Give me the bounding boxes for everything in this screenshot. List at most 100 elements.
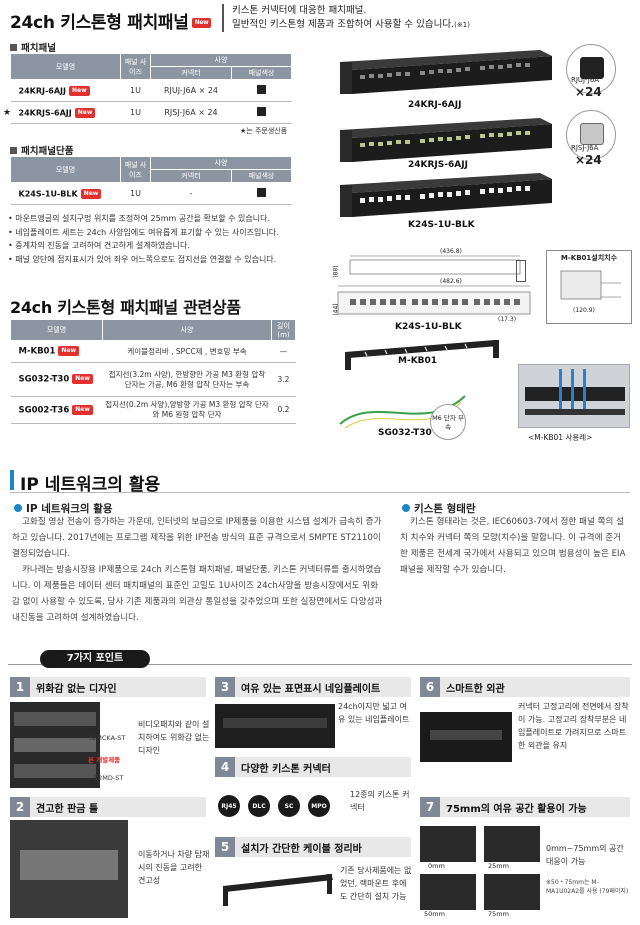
frame-shape [20,850,118,880]
square-icon [10,44,17,51]
rjsj-connector-image [566,110,616,160]
model-name: 24KRJ-6AJJ [18,86,67,95]
sc-badge: SC [278,795,300,817]
intro-line-2: 일반적인 키스톤형 제품과 조합하여 사용할 수 있습니다. [232,19,455,30]
length-value: 3.2 [271,362,296,397]
product-label-24krjs: 24KRJS-6AJJ [408,160,468,170]
new-badge: New [72,374,93,385]
product-label-sg032: SG032-T30 [378,428,432,438]
connector: RJUJ-J6A × 24 [150,79,232,102]
dimension-drawing [337,255,531,315]
model-name: 24KRJS-6AJJ [18,108,72,117]
col-spec: 사양 [102,319,272,341]
new-badge: New [191,18,212,28]
nameplate-shape [223,718,327,728]
product-label-24krj: 24KRJ-6AJJ [408,100,462,110]
order-footnote: ★는 주문생산품 [240,127,288,135]
rj45-badge: RJ45 [218,795,240,817]
col-spec: 사양 [150,156,292,170]
dim-label: (88) [332,265,340,278]
bullet-dot-icon [402,504,410,512]
point-7-note: ※50・75mm는 M-MA1U02A2를 사용 (79페이지) [546,879,629,895]
point-number: 7 [420,797,440,817]
length-value: — [271,340,296,363]
model-name: SG002-T36 [18,405,70,416]
point-3-photo [215,704,335,748]
ip-left-body: 고화질 영상 전송이 증가하는 가운데, 인터넷의 보급으로 IP제품을 이용한… [12,514,384,626]
connector: RJSJ-J6A × 24 [150,101,232,124]
intro-note: (※1) [454,21,470,29]
col-color: 패널색상 [231,169,292,183]
model-name: M-KB01 [18,346,56,357]
point-1-label-2: 본 개발제품 [88,756,121,764]
point-5-desc: 기존 당사제품에는 없었던, 랙마운트 후에도 간단히 설치 가능 [340,866,412,901]
new-badge: New [69,85,90,96]
mkb01-usage-photo [518,364,630,428]
panel-image-k24s [340,173,552,217]
mpo-badge: MPO [308,795,330,817]
rjuj-qty: ×24 [575,85,602,99]
nameplate-shape [430,730,502,740]
col-connector: 커넥터 [150,169,232,183]
model-name: K24S-1U-BLK [18,189,78,198]
offset-75-image [484,874,540,910]
point-number: 4 [215,757,235,777]
point-1-label-1: 32MCKA-ST [88,734,126,742]
related-title: 24ch 키스톤형 패치패널 관련상품 [10,298,241,317]
m6-callout: M6 단자 부속 [430,404,466,440]
col-model: 모델명 [10,53,121,80]
ip-section-accent [10,470,14,490]
new-badge: New [72,404,93,415]
ip-left-paragraph-1: 고화질 영상 전송이 증가하는 가운데, 인터넷의 보급으로 IP제품을 이용한… [12,517,382,559]
dim-label: (17.3) [498,316,517,323]
ip-left-subtitle-text: IP 네트워크의 활용 [26,503,113,515]
side-view-drawing [516,260,526,282]
dlc-badge: DLC [248,795,270,817]
rjsj-label: RJSJ-J6A [571,144,599,152]
bullet-dot-icon [14,504,22,512]
offset-50-label: 50mm [424,910,445,918]
list-item: 마운트앵글의 설치구멍 위치를 조정하여 25mm 공간을 확보할 수 있습니다… [8,212,308,226]
point-6-photo [420,712,512,762]
col-size: 패널 사이즈 [120,156,151,183]
new-badge: New [74,107,96,118]
dim-label: (120.9) [573,307,595,314]
offset-0-label: 0mm [428,862,445,870]
ip-left-subtitle: IP 네트워크의 활용 [14,501,113,516]
model-name: SG032-T30 [18,374,70,385]
single-panel-section-title: 패치패널단품 [10,143,73,157]
ip-right-body: 키스톤 형태라는 것은, IEC60603-7에서 정한 패널 쪽의 설치 치수… [400,514,628,578]
mkb01-image [345,340,499,370]
install-dim-title: M-KB01설치치수 [560,254,618,262]
point-number: 3 [215,677,235,697]
point-7-desc: 0mm~75mm의 공간 대응이 가능 [546,844,624,866]
ip-right-subtitle-text: 키스톤 형태란 [414,503,476,515]
square-icon [10,147,17,154]
page-title-text: 24ch 키스톤형 패치패널 [10,13,189,33]
usage-caption: <M-KB01 사용례> [528,433,593,442]
rjuj-connector-image [566,44,616,94]
product-label-mkb01: M-KB01 [398,356,438,366]
install-dim-drawing [560,270,621,300]
list-item: 패널 양단에 접지표시가 있어 좌우 어느쪽으로도 접지선을 연결할 수 있습니… [8,253,308,267]
point-5-bar-image [223,874,333,906]
col-model: 모델명 [10,319,103,341]
point-2-desc: 이동하거나 차량 탑재시의 진동을 고려한 견고성 [138,850,210,885]
point-title: 스마트한 외관 [446,683,505,695]
point-title: 설치가 간단한 케이블 정리바 [241,843,362,855]
